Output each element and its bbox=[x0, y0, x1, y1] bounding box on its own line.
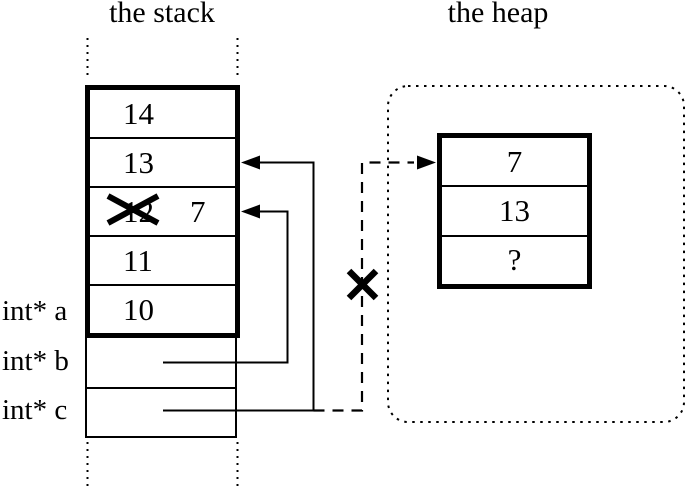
severed-pointer-x-icon bbox=[346, 268, 379, 301]
dangling-pointer-arrowhead-icon bbox=[417, 155, 436, 170]
stack-cell-2: 12 7 bbox=[90, 186, 235, 235]
heap-cell-2: ? bbox=[442, 234, 587, 284]
stack-cell-1: 13 bbox=[90, 137, 235, 186]
pointer-label-c: int* c bbox=[2, 394, 68, 426]
stack-frame-box: 14 13 12 7 11 10 bbox=[85, 85, 240, 338]
heap-cell-value: 13 bbox=[499, 192, 530, 228]
stack-cell-value: 13 bbox=[123, 144, 154, 180]
stack-cell-value: 11 bbox=[123, 242, 153, 278]
pointer-c-arrowhead-icon bbox=[241, 155, 260, 170]
stack-cell-value: 14 bbox=[123, 95, 154, 131]
heap-cell-1: 13 bbox=[442, 185, 587, 234]
heap-block-box: 7 13 ? bbox=[437, 133, 592, 289]
stack-title: the stack bbox=[109, 0, 215, 29]
stack-cell-pointer-b bbox=[87, 338, 235, 389]
stack-cell-0: 14 bbox=[90, 90, 235, 137]
pointer-b-arrowhead-icon bbox=[241, 204, 260, 219]
stack-cell-4: 10 bbox=[90, 284, 235, 333]
heap-cell-value: ? bbox=[507, 242, 522, 278]
pointer-label-b: int* b bbox=[2, 345, 69, 377]
dangling-pointer-dashed-line bbox=[313, 161, 414, 412]
pointer-label-a: int* a bbox=[2, 295, 68, 327]
stack-cell-pointer-c bbox=[87, 389, 235, 438]
stack-cell-new-value: 7 bbox=[190, 193, 206, 229]
stack-cell-old-value: 12 bbox=[123, 193, 154, 229]
stack-pointer-cells-box bbox=[85, 338, 237, 438]
heap-cell-0: 7 bbox=[442, 138, 587, 185]
stack-cell-value: 10 bbox=[123, 291, 154, 327]
stack-cell-3: 11 bbox=[90, 235, 235, 284]
heap-title: the heap bbox=[447, 0, 549, 29]
heap-cell-value: 7 bbox=[506, 143, 523, 179]
